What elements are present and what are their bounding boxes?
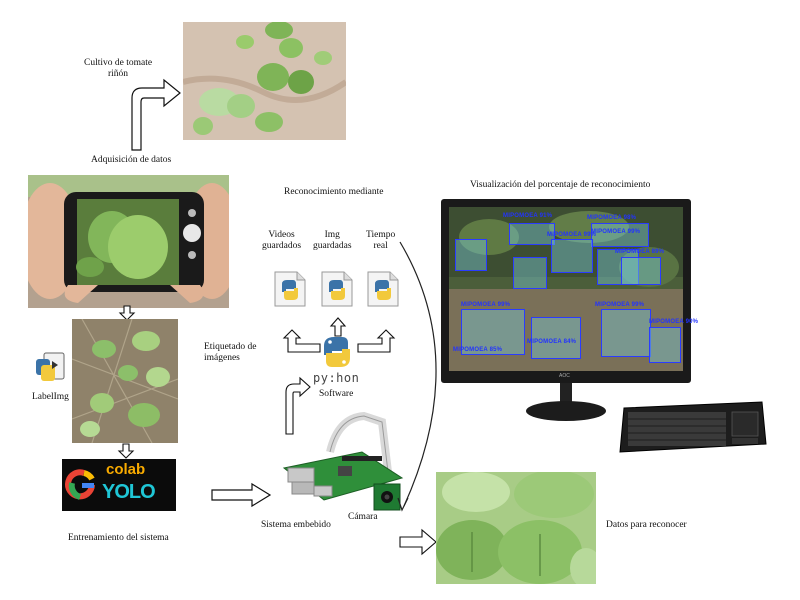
acquisition-label: Adquisición de datos <box>91 155 172 165</box>
realtime-label: Tiempo real <box>366 230 396 251</box>
crop-up-arrow <box>131 78 181 151</box>
phone-capture-photo <box>28 175 229 308</box>
arrow-to-realtime <box>357 329 396 353</box>
arrow-to-images <box>329 317 347 337</box>
detection-tag: MIPOMOEA 85% <box>453 347 503 353</box>
data-to-recognize-label: Datos para reconocer <box>606 520 687 530</box>
labelimg-icon <box>34 351 66 383</box>
python-file-icon-realtime <box>367 271 399 307</box>
tagging-label: Etiquetado de imágenes <box>204 342 257 363</box>
monitor-screen <box>449 207 683 371</box>
python-file-icon-videos <box>274 271 306 307</box>
detection-tag: MIPOMOEA 99% <box>595 302 645 308</box>
weed-field-photo <box>72 319 178 443</box>
python-wordmark: py:hon <box>313 371 360 385</box>
detection-tag: MIPOMOEA 99% <box>461 302 511 308</box>
monitor: MIPOMOEA 91% MIPOMOEA 98% MIPOMOEA 99% M… <box>441 199 698 383</box>
detection-box <box>649 327 681 363</box>
detection-box <box>455 239 487 271</box>
crop-label: Cultivo de tomate riñón <box>84 58 153 79</box>
raspberry-pi-board <box>282 411 404 511</box>
embedded-system-label: Sistema embebido <box>261 520 331 530</box>
arrow-to-data-photo <box>399 528 437 556</box>
detection-box <box>513 257 547 289</box>
monitor-brand: AOC <box>559 373 570 379</box>
arrow-embedded-to-software <box>285 376 311 435</box>
labelimg-label: LabelImg <box>32 392 69 402</box>
right-arrow-to-embedded <box>211 482 272 508</box>
colab-text: colab <box>106 461 146 478</box>
detection-tag: MIPOMOEA 91% <box>503 213 553 219</box>
data-to-recognize-photo <box>436 472 596 584</box>
monitor-stand <box>526 383 606 421</box>
videos-label: Videos guardados <box>262 230 302 251</box>
detection-tag: MIPOMOEA 89% <box>615 249 665 255</box>
recognition-label: Reconocimiento mediante <box>284 187 384 197</box>
detection-box <box>461 309 525 355</box>
colab-yolo-logo: colab YOLO <box>62 459 176 511</box>
training-label: Entrenamiento del sistema <box>68 533 169 543</box>
detection-box <box>531 317 581 359</box>
detection-tag: MIPOMOEA 99% <box>547 232 597 238</box>
img-label: Img guardadas <box>313 230 352 251</box>
keyboard <box>619 401 767 453</box>
detection-box <box>591 223 649 247</box>
visualization-label: Visualización del porcentaje de reconoci… <box>470 180 651 190</box>
realtime-to-camera-arc <box>397 241 437 512</box>
detection-tag: MIPOMOEA 90% <box>649 319 699 325</box>
detection-box <box>601 309 651 357</box>
yolo-text: YOLO <box>102 481 156 503</box>
arrow-to-videos <box>282 329 321 353</box>
detection-tag: MIPOMOEA 84% <box>527 339 577 345</box>
detection-box <box>621 257 661 285</box>
camera-label: Cámara <box>348 512 378 522</box>
python-logo-icon <box>324 337 350 367</box>
down-arrow-2 <box>117 443 135 459</box>
detection-box <box>509 223 555 245</box>
detection-box <box>597 249 639 285</box>
detection-tag: MIPOMOEA 98% <box>587 215 637 221</box>
software-label: Software <box>319 389 354 399</box>
down-arrow-1 <box>118 305 136 321</box>
detection-box <box>551 239 593 273</box>
crop-photo <box>183 22 346 140</box>
python-file-icon-images <box>321 271 353 307</box>
detection-tag: MIPOMOEA 99% <box>591 229 641 235</box>
